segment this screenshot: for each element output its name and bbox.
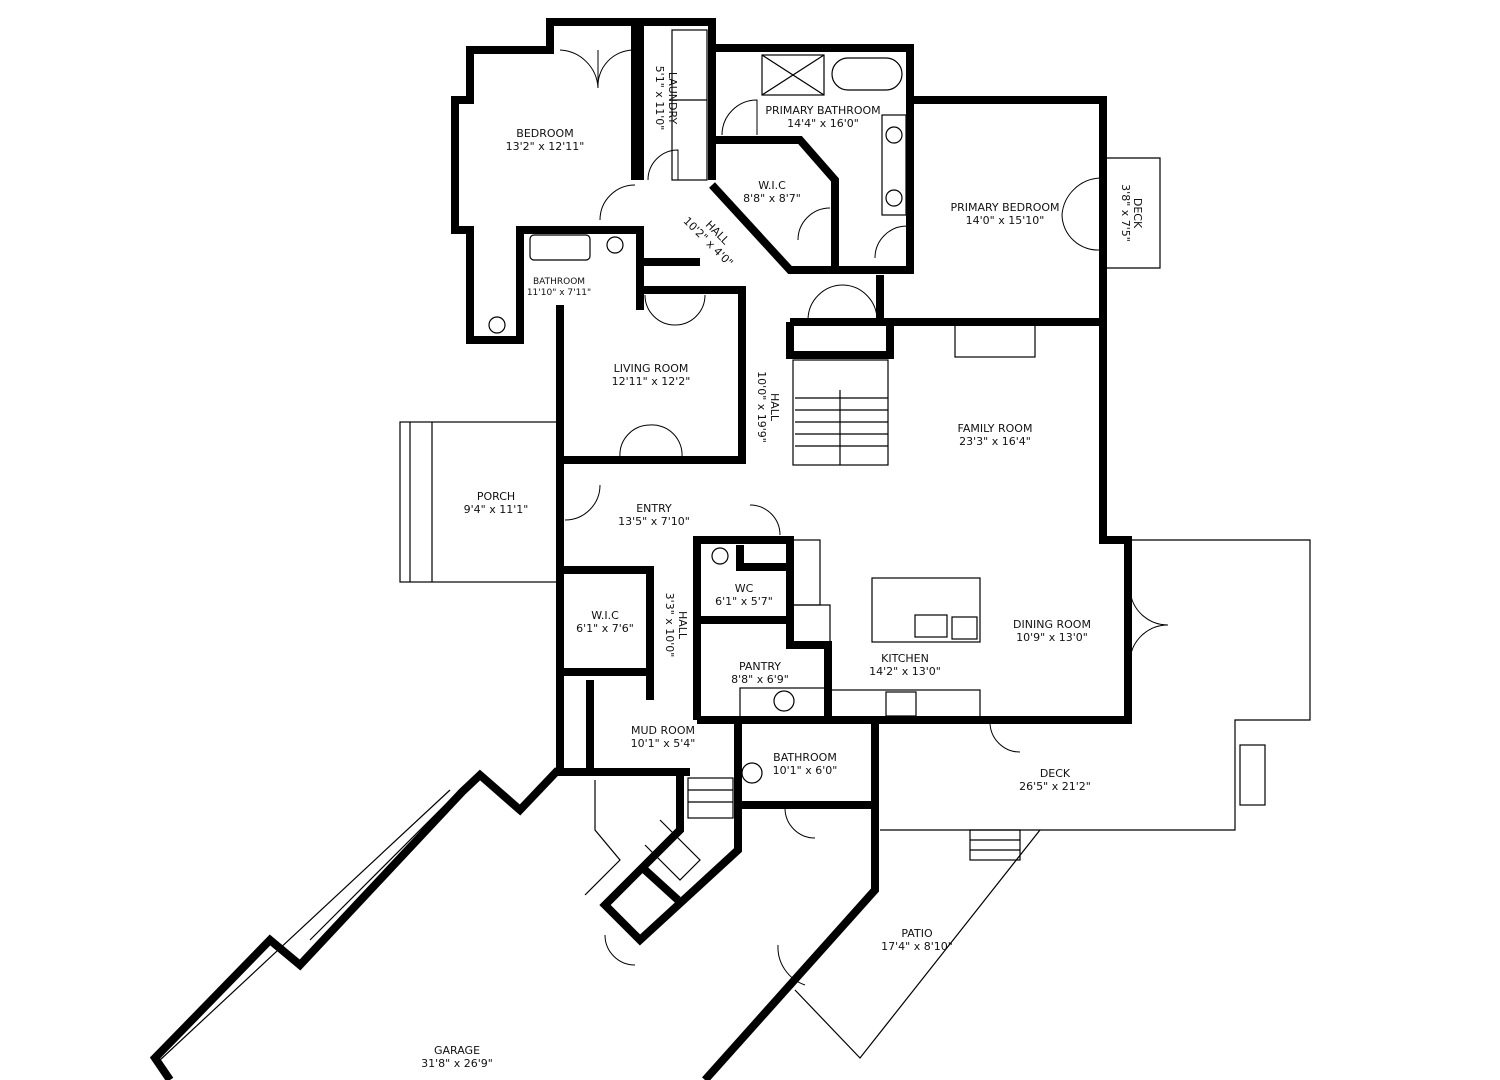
doors	[559, 49, 1169, 986]
primary-deck-outline	[1103, 157, 1161, 269]
room-name: PANTRY	[739, 660, 781, 673]
vanity	[881, 114, 907, 216]
room-name: HALL	[676, 611, 689, 640]
room-size: 10'0" x 19'9"	[755, 371, 768, 443]
room-name: KITCHEN	[881, 652, 929, 665]
room-name: GARAGE	[434, 1044, 480, 1057]
room-name: BATHROOM	[533, 277, 585, 287]
room-size: 3'3" x 10'0"	[663, 593, 676, 658]
room-name: W.I.C	[758, 179, 786, 192]
exterior-outlines	[159, 157, 1311, 1061]
room-size: 5'1" x 11'0"	[653, 66, 666, 131]
bathtub-2	[529, 234, 591, 261]
room-size: 6'1" x 7'6"	[576, 622, 634, 635]
room-name: W.I.C	[591, 609, 619, 622]
room-size: 13'5" x 7'10"	[618, 515, 690, 528]
room-name: PORCH	[477, 490, 515, 503]
room-name: BATHROOM	[773, 751, 837, 764]
room-size: 8'8" x 8'7"	[743, 192, 801, 205]
room-name: DECK	[1131, 198, 1144, 229]
room-size: 10'1" x 5'4"	[631, 737, 696, 750]
room-size: 9'4" x 11'1"	[464, 503, 529, 516]
room-name: LIVING ROOM	[614, 362, 689, 375]
room-size: 3'8" x 7'5"	[1119, 184, 1132, 242]
room-size: 8'8" x 6'9"	[731, 673, 789, 686]
room-name: BEDROOM	[516, 127, 573, 140]
room-size: 10'1" x 6'0"	[773, 764, 838, 777]
room-name: DECK	[1040, 767, 1071, 780]
room-size: 11'10" x 7'11"	[527, 288, 591, 298]
room-size: 12'11" x 12'2"	[612, 375, 691, 388]
shower	[761, 54, 825, 96]
room-name: HALL	[768, 393, 781, 422]
fireplace	[954, 324, 1036, 358]
room-size: 13'2" x 12'11"	[506, 140, 585, 153]
room-size: 6'1" x 5'7"	[715, 595, 773, 608]
room-size: 14'2" x 13'0"	[869, 665, 941, 678]
room-name: PRIMARY BEDROOM	[950, 201, 1059, 214]
stove	[885, 691, 917, 717]
room-name: ENTRY	[636, 502, 672, 515]
patio-outline	[794, 829, 1041, 1059]
room-size: 26'5" x 21'2"	[1019, 780, 1091, 793]
stairs	[584, 324, 1036, 896]
kitchen-island	[871, 577, 981, 643]
room-labels: BEDROOM 13'2" x 12'11" LAUNDRY 5'1" x 11…	[421, 66, 1144, 1070]
room-name: FAMILY ROOM	[958, 422, 1033, 435]
room-name: PRIMARY BATHROOM	[765, 104, 880, 117]
room-size: 17'4" x 8'10"	[881, 940, 953, 953]
room-size: 14'0" x 15'10"	[966, 214, 1045, 227]
deck-outline	[880, 539, 1311, 831]
room-name: MUD ROOM	[631, 724, 695, 737]
room-size: 10'9" x 13'0"	[1016, 631, 1088, 644]
fixtures	[488, 29, 981, 784]
room-name: WC	[735, 582, 754, 595]
room-name: DINING ROOM	[1013, 618, 1091, 631]
room-name: PATIO	[901, 927, 933, 940]
walls	[149, 18, 1132, 1080]
room-size: 23'3" x 16'4"	[959, 435, 1031, 448]
bathtub	[831, 57, 903, 91]
kitchen-counter	[827, 689, 981, 719]
room-size: 31'8" x 26'9"	[421, 1057, 493, 1070]
room-name: LAUNDRY	[666, 72, 679, 125]
room-size: 14'4" x 16'0"	[787, 117, 859, 130]
